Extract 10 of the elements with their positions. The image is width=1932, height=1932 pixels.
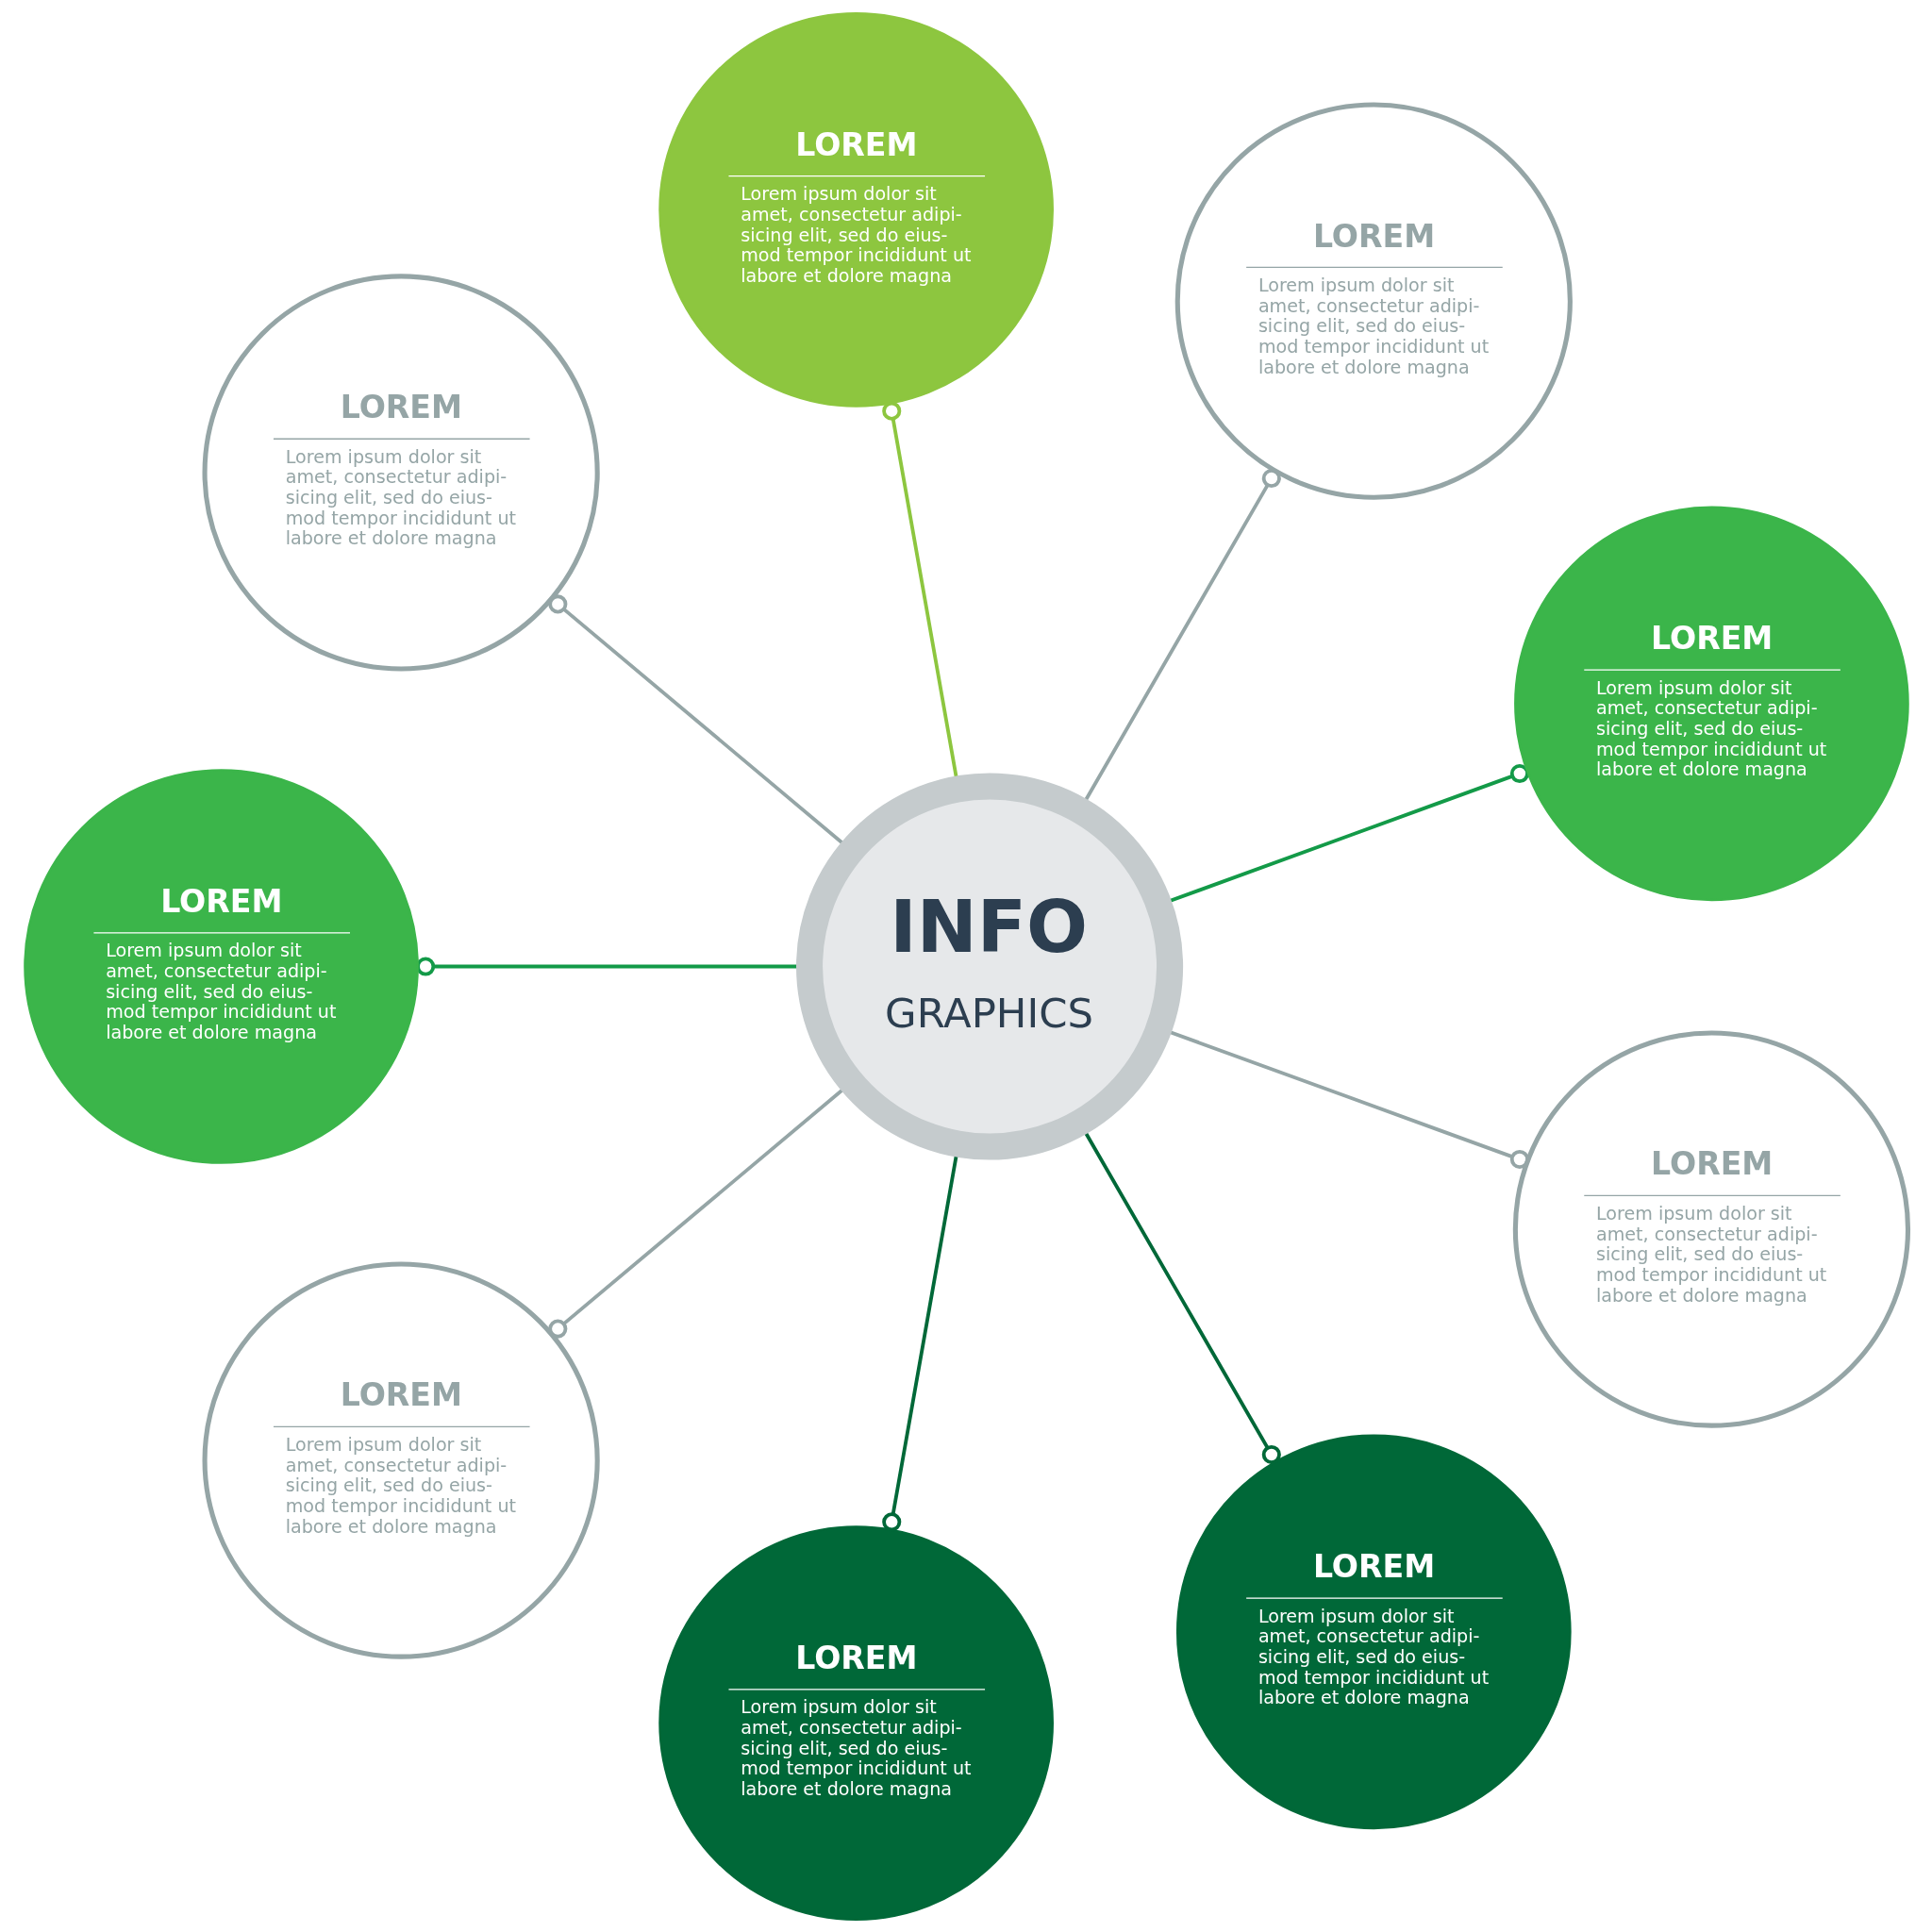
- node-circle: LOREM Lorem ipsum dolor sit amet, consectetur adipi- sicing elit, sed do eius- mod tempor incididunt ut labore et dolore magna: [202, 1260, 600, 1659]
- node-circle: LOREM Lorem ipsum dolor sit amet, consectetur adipi- sicing elit, sed do eius- mod tempor incididunt ut labore et dolore magna: [23, 768, 419, 1164]
- node-circle: LOREM Lorem ipsum dolor sit amet, consectetur adipi- sicing elit, sed do eius- mod tempor incididunt ut labore et dolore magna: [1175, 1434, 1572, 1829]
- node-circle: LOREM Lorem ipsum dolor sit amet, consectetur adipi- sicing elit, sed do eius- mod tempor incididunt ut labore et dolore magna: [1512, 1029, 1910, 1428]
- node-circle: LOREM Lorem ipsum dolor sit amet, consectetur adipi- sicing elit, sed do eius- mod tempor incididunt ut labore et dolore magna: [658, 11, 1054, 408]
- node-circle: LOREM Lorem ipsum dolor sit amet, consectetur adipi- sicing elit, sed do eius- mod tempor incididunt ut labore et dolore magna: [658, 1524, 1054, 1921]
- node-circle: LOREM Lorem ipsum dolor sit amet, consectetur adipi- sicing elit, sed do eius- mod tempor incididunt ut labore et dolore magna: [1513, 506, 1909, 901]
- node-circle: LOREM Lorem ipsum dolor sit amet, consectetur adipi- sicing elit, sed do eius- mod tempor incididunt ut labore et dolore magna: [1174, 102, 1573, 500]
- node-circle: INFO GRAPHICS: [795, 772, 1183, 1160]
- node-circle: LOREM Lorem ipsum dolor sit amet, consectetur adipi- sicing elit, sed do eius- mod tempor incididunt ut labore et dolore magna: [202, 273, 600, 672]
